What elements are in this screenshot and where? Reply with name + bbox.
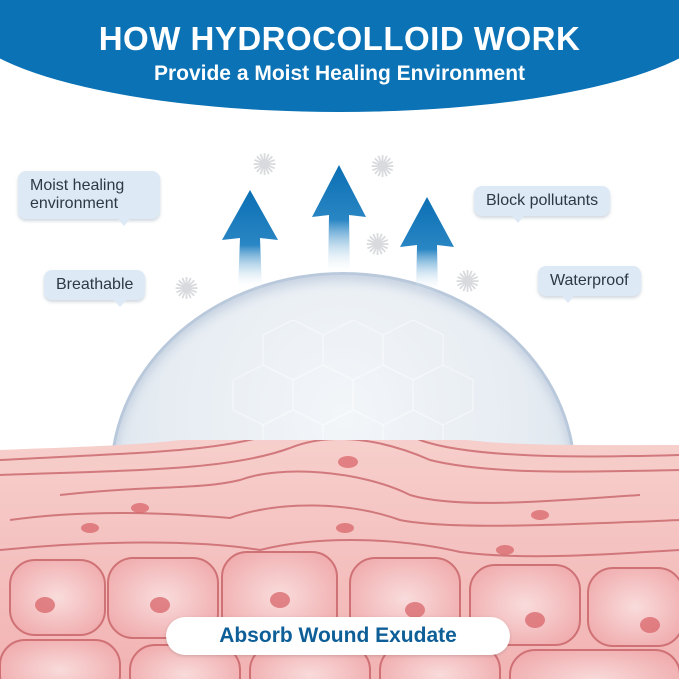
feature-bubble-waterproof: Waterproof <box>538 266 641 303</box>
arrow-up-icon <box>400 197 454 292</box>
germ-icon: ✺ <box>174 273 200 306</box>
page-title: HOW HYDROCOLLOID WORK <box>98 20 581 57</box>
feature-bubble-moist-healing: Moist healing environment <box>18 171 160 226</box>
arrow-up-icon <box>312 165 366 275</box>
germ-icon: ✺ <box>252 149 278 182</box>
germ-icon: ✺ <box>455 266 481 299</box>
feature-bubble-breathable: Breathable <box>44 270 146 307</box>
germ-icon: ✺ <box>370 151 396 184</box>
feature-bubble-block-pollutants: Block pollutants <box>474 186 611 223</box>
page-subtitle: Provide a Moist Healing Environment <box>153 62 526 85</box>
arrow-up-icon <box>222 190 278 290</box>
absorb-exudate-label: Absorb Wound Exudate <box>166 617 510 655</box>
germ-icon: ✺ <box>365 229 391 262</box>
hexagon-pattern-icon <box>232 319 474 471</box>
